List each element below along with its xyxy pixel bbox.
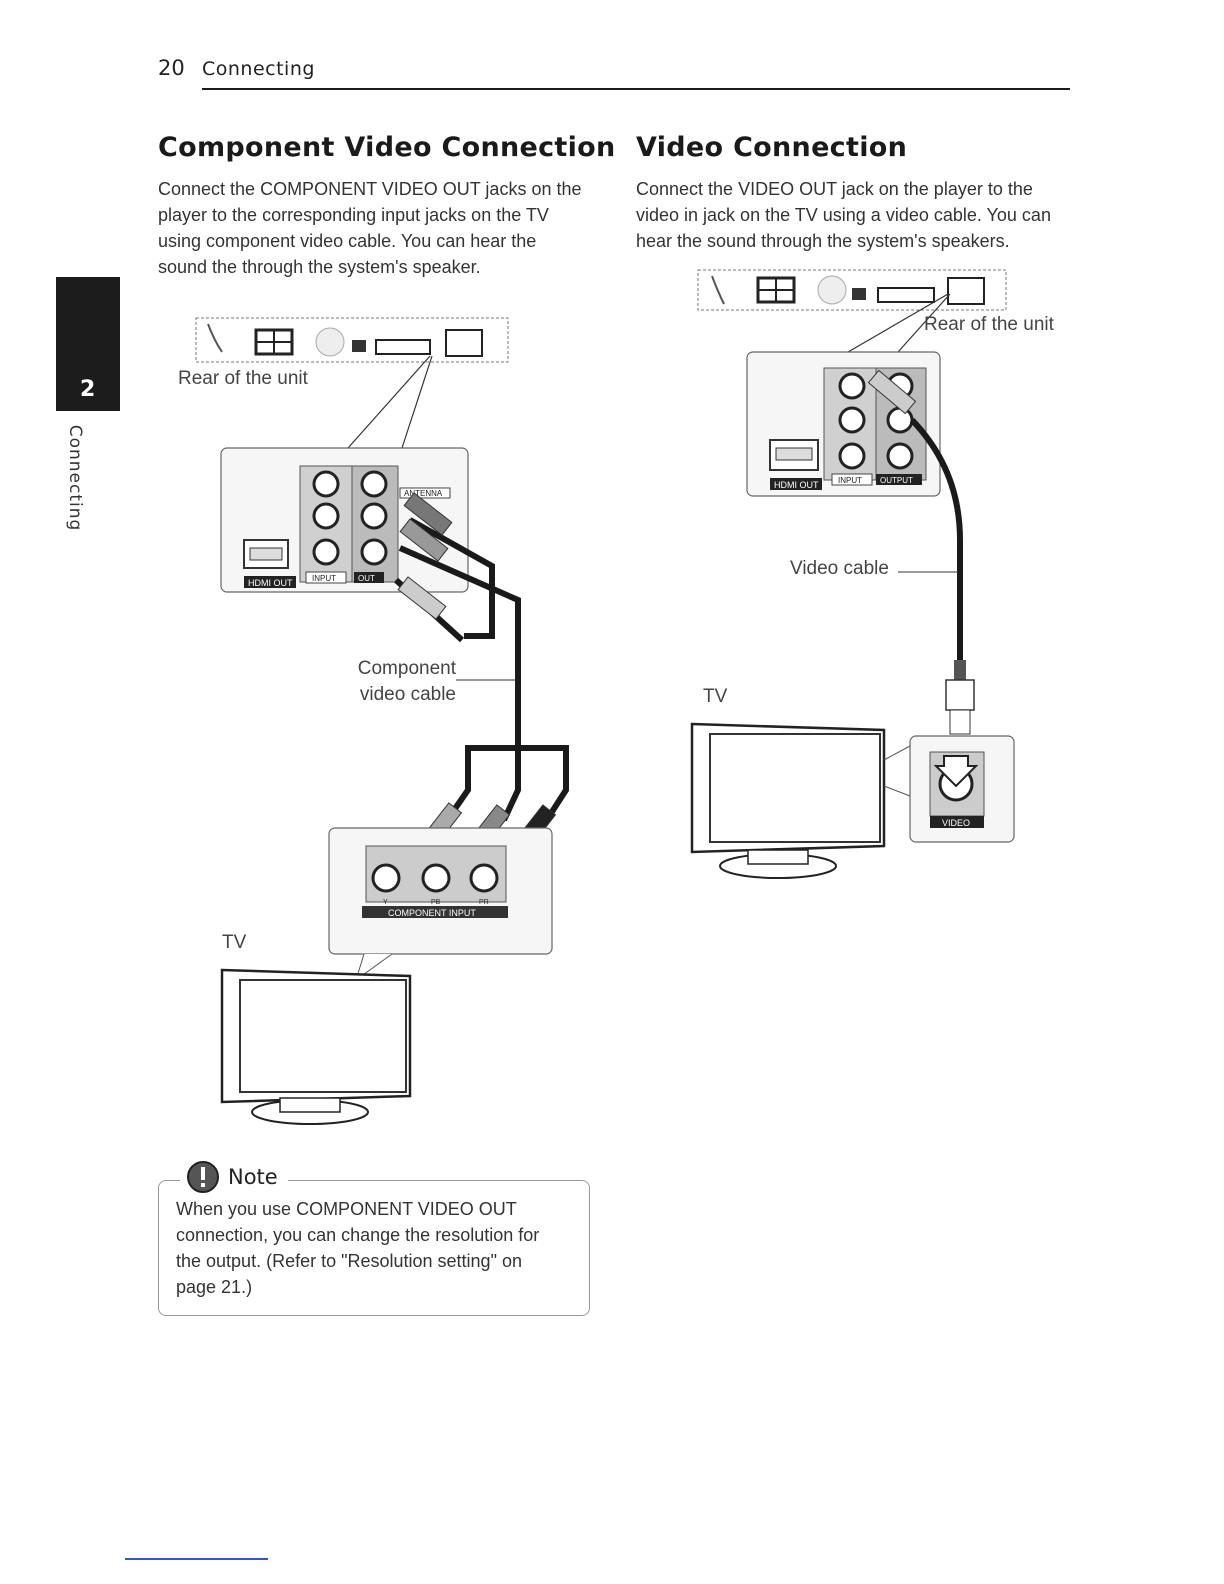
chapter-number: 2 — [80, 377, 96, 402]
tv-video-label: VIDEO — [942, 818, 970, 828]
video-connection-title: Video Connection — [636, 132, 908, 163]
note-header: Note — [180, 1160, 288, 1194]
chapter-tab — [56, 277, 120, 411]
rear-unit-strip — [195, 317, 509, 363]
page-number: 20 — [158, 56, 185, 80]
header-rule — [202, 88, 1070, 90]
component-video-title: Component Video Connection — [158, 132, 616, 163]
player-panel-zoom: HDMI OUT INPUT OUT ANTENNA — [220, 447, 469, 593]
note-title: Note — [228, 1165, 278, 1189]
section-header: Connecting — [202, 58, 315, 80]
right-tv-label: TV — [703, 686, 728, 707]
jack-y-label: Y — [383, 899, 388, 906]
right-rear-of-unit-label: Rear of the unit — [924, 314, 1054, 335]
note-box — [158, 1180, 590, 1316]
left-antenna-label: ANTENNA — [404, 489, 443, 498]
video-connection-description: Connect the VIDEO OUT jack on the player… — [636, 179, 1051, 251]
note-text: When you use COMPONENT VIDEO OUT connect… — [176, 1199, 540, 1297]
right-hdmi-out-label: HDMI OUT — [774, 480, 819, 490]
component-video-description: Connect the COMPONENT VIDEO OUT jacks on… — [158, 179, 582, 277]
left-tv-label: TV — [222, 932, 247, 953]
component-input-label: COMPONENT INPUT — [388, 908, 476, 918]
left-output-label: OUT — [358, 574, 375, 583]
left-tv-illustration — [220, 968, 412, 1125]
video-cable-label: Video cable — [790, 558, 889, 579]
right-input-label: INPUT — [838, 476, 862, 485]
bottom-link-line — [125, 1558, 268, 1560]
right-output-label: OUTPUT — [880, 476, 913, 485]
left-rear-of-unit-label: Rear of the unit — [178, 368, 308, 389]
left-hdmi-out-label: HDMI OUT — [248, 578, 293, 588]
video-connection-diagram: HDMI OUT INPUT OUTPUT VIDEO — [690, 269, 1015, 879]
jack-pr-label: PR — [479, 899, 489, 906]
jack-pb-label: PB — [431, 899, 441, 906]
tv-component-panel: Y PB PR COMPONENT INPUT — [328, 827, 553, 955]
left-input-label: INPUT — [312, 574, 336, 583]
exclamation-icon — [187, 1161, 219, 1193]
component-cable-label: Component video cable — [357, 658, 456, 705]
